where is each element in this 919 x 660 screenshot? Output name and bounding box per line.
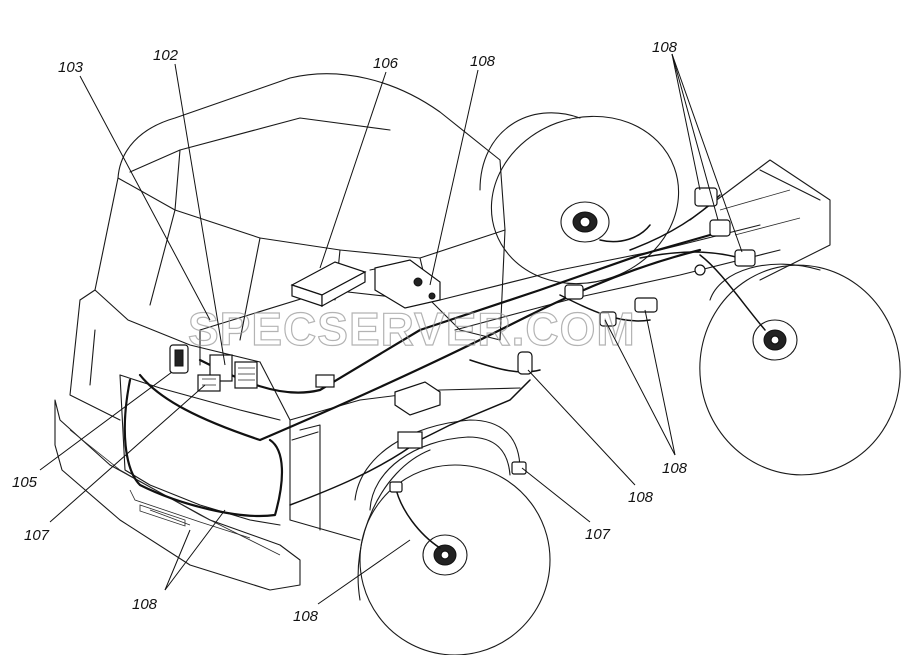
- rear-upper-wheel: [479, 112, 680, 285]
- front-wheel: [354, 419, 551, 656]
- chassis-frame: [439, 159, 831, 331]
- rear-lower-wheel: [699, 263, 901, 476]
- callout-108-bottom-left: 108: [132, 596, 158, 613]
- callout-106: 106: [373, 55, 399, 72]
- callout-105: 105: [12, 474, 38, 491]
- watermark-text: SPECSERVER.COM: [188, 303, 636, 355]
- callout-labels: 103 102 106 108 108 105 107 108 108 107 …: [12, 39, 688, 625]
- callout-108-top: 108: [470, 53, 496, 70]
- leader-lines: [39, 53, 743, 605]
- electrical-components: [169, 187, 756, 493]
- callout-108-bottom: 108: [293, 608, 319, 625]
- callout-107-left: 107: [24, 527, 50, 544]
- callout-103: 103: [58, 59, 84, 76]
- callout-102: 102: [153, 47, 179, 64]
- callout-108-top-right: 108: [652, 39, 678, 56]
- callout-108-mid: 108: [628, 489, 654, 506]
- callout-107-right: 107: [585, 526, 611, 543]
- callout-108-right: 108: [662, 460, 688, 477]
